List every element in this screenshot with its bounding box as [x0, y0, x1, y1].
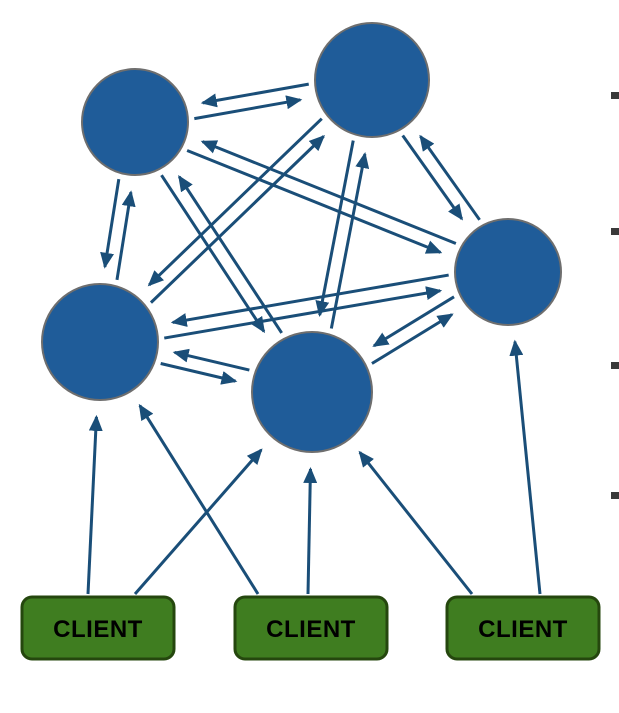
mesh-arrow: [194, 95, 303, 121]
mesh-arrow: [100, 178, 121, 269]
client-label-3: CLIENT: [478, 616, 568, 643]
client-box-3: [445, 595, 601, 661]
server-node-top: [314, 22, 430, 138]
mesh-arrow: [200, 82, 310, 108]
mesh-arrow: [164, 286, 443, 340]
mesh-arrow: [371, 313, 454, 365]
client-to-server-arrow: [133, 448, 263, 595]
client-to-server-arrow: [509, 339, 542, 595]
page-edge-mark: [611, 228, 619, 235]
mesh-arrow: [160, 362, 238, 385]
client-box-1: [20, 595, 176, 661]
mesh-arrow: [186, 149, 443, 254]
mesh-arrow: [172, 348, 250, 372]
server-node-left: [41, 283, 159, 401]
server-node-right: [454, 218, 562, 326]
mesh-arrow: [160, 174, 266, 334]
client-label-2: CLIENT: [266, 616, 356, 643]
server-node-top-left: [81, 68, 189, 176]
mesh-arrow: [147, 117, 323, 287]
page-edge-mark: [611, 362, 619, 369]
mesh-arrow: [149, 134, 326, 304]
mesh-arrow: [329, 152, 370, 329]
mesh-arrow: [315, 140, 355, 318]
client-to-server-arrow: [303, 466, 318, 595]
mesh-arrow: [401, 134, 464, 221]
mesh-arrow: [372, 295, 455, 348]
client-box-2: [233, 595, 389, 661]
page-edge-mark: [611, 492, 619, 499]
mesh-arrow: [177, 175, 283, 334]
client-to-server-arrow: [358, 450, 474, 595]
mesh-arrow: [170, 273, 449, 327]
server-node-bottom-center: [251, 331, 373, 453]
client-to-server-arrow: [138, 403, 260, 595]
mesh-arrow: [200, 140, 457, 245]
mesh-arrow: [115, 190, 136, 281]
page-edge-mark: [611, 92, 619, 99]
client-label-1: CLIENT: [53, 616, 143, 643]
client-to-server-arrow: [86, 414, 103, 595]
mesh-arrow: [419, 134, 481, 221]
